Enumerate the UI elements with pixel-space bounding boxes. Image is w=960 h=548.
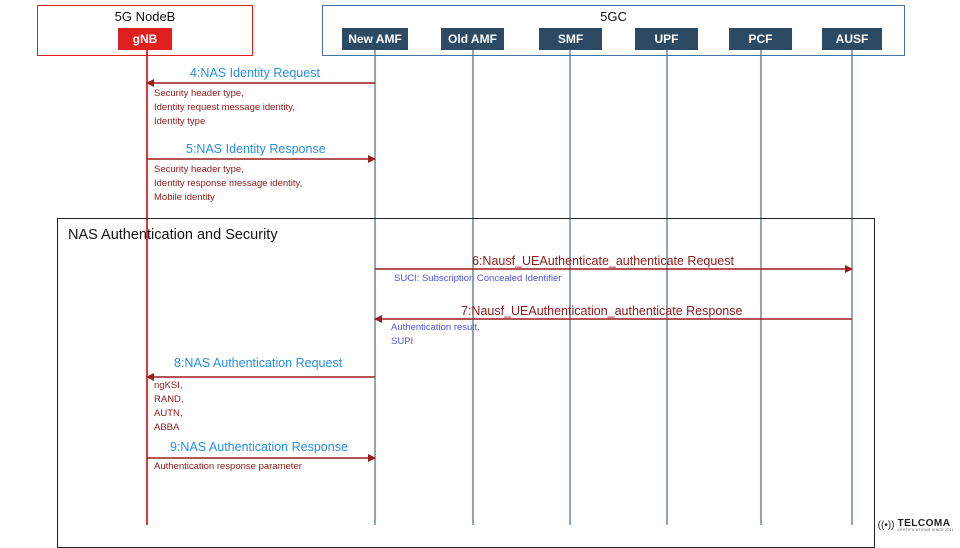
note-line: Identity response message identity,	[154, 178, 303, 189]
note-line: Authentication result,	[391, 322, 480, 333]
msg-8-note: ngKSI, RAND, AUTN, ABBA	[154, 379, 184, 435]
upf-box[interactable]: UPF	[635, 28, 698, 50]
note-line: SUPI	[391, 336, 414, 347]
msg-5-label: 5:NAS Identity Response	[186, 142, 326, 156]
signal-icon: ((•))	[877, 519, 895, 531]
logo-sub-text: CERTIFICATIONS SINCE 2011	[897, 527, 954, 532]
core-group-box	[322, 5, 905, 56]
auth-security-title: NAS Authentication and Security	[68, 227, 278, 243]
msg-9-note: Authentication response parameter	[154, 460, 302, 474]
msg-7-label: 7:Nausf_UEAuthentication_authenticate Re…	[461, 304, 743, 318]
nodeb-group-title: 5G NodeB	[114, 9, 176, 24]
core-group-title: 5GC	[600, 9, 627, 24]
pcf-box[interactable]: PCF	[729, 28, 792, 50]
note-line: AUTN,	[154, 408, 183, 419]
note-line: Mobile identity	[154, 192, 215, 203]
note-line: Identity request message identity,	[154, 102, 295, 113]
msg-7-note: Authentication result, SUPI	[391, 321, 480, 349]
telcoma-logo: ((•)) TELCOMA CERTIFICATIONS SINCE 2011	[877, 517, 954, 533]
ausf-box[interactable]: AUSF	[822, 28, 882, 50]
nodeb-group-box	[37, 5, 253, 56]
msg-4-label: 4:NAS Identity Request	[190, 66, 320, 80]
gnb-box[interactable]: gNB	[118, 28, 172, 50]
smf-box[interactable]: SMF	[539, 28, 602, 50]
note-line: Security header type,	[154, 88, 244, 99]
note-line: Security header type,	[154, 164, 244, 175]
note-line: RAND,	[154, 394, 184, 405]
old-amf-box[interactable]: Old AMF	[441, 28, 504, 50]
logo-main-text: TELCOMA	[897, 517, 951, 529]
msg-4-note: Security header type, Identity request m…	[154, 87, 295, 129]
new-amf-box[interactable]: New AMF	[342, 28, 408, 50]
note-line: SUCI: Subscription Concealed Identifier	[394, 273, 562, 284]
msg-9-label: 9:NAS Authentication Response	[170, 440, 348, 454]
note-line: ngKSI,	[154, 380, 183, 391]
msg-8-label: 8:NAS Authentication Request	[174, 356, 343, 370]
note-line: Authentication response parameter	[154, 461, 302, 472]
msg-6-label: 6:Nausf_UEAuthenticate_authenticate Requ…	[472, 254, 734, 268]
msg-6-note: SUCI: Subscription Concealed Identifier	[394, 272, 561, 286]
note-line: ABBA	[154, 422, 180, 433]
note-line: Identity type	[154, 116, 206, 127]
msg-5-note: Security header type, Identity response …	[154, 163, 302, 205]
